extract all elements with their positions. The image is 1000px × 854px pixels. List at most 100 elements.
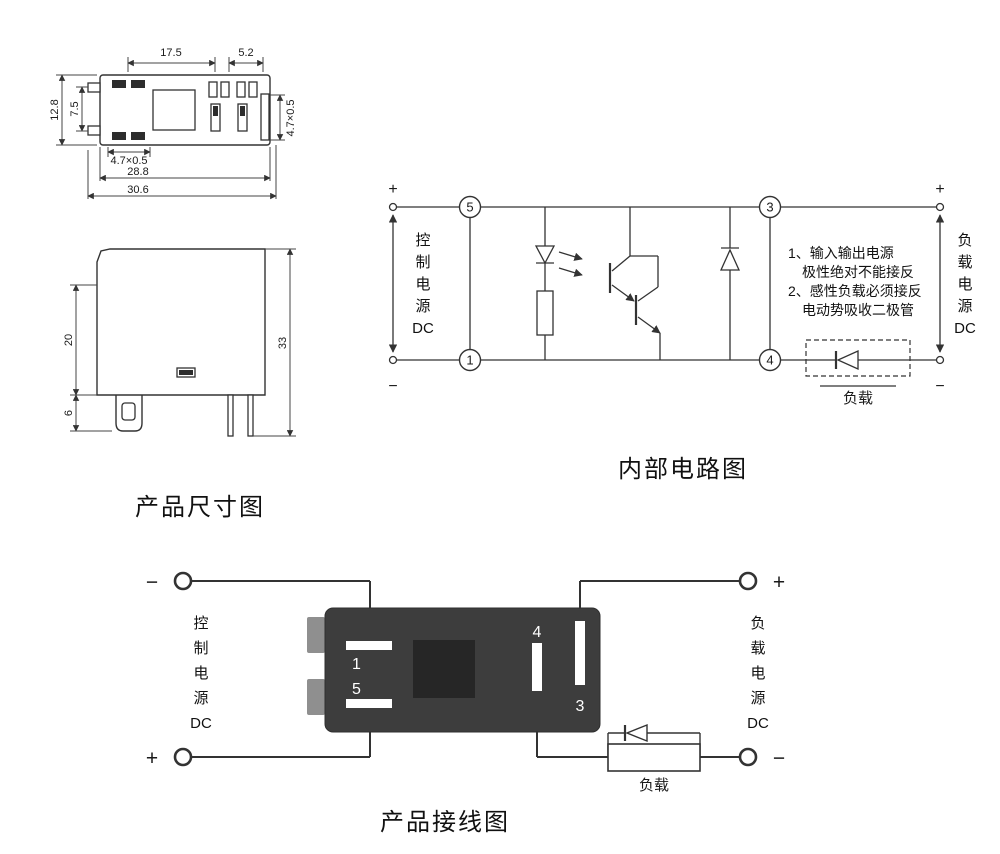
dim-label: 7.5: [69, 101, 81, 116]
dim-slot-right: 4.7×0.5: [270, 94, 297, 141]
terminal-slot: [236, 81, 246, 98]
led-resistor-branch: [534, 207, 583, 360]
wiring-caption: 产品接线图: [380, 809, 510, 836]
diode-icon: [625, 723, 648, 743]
pin-1-label: 1: [352, 656, 361, 673]
dim-33: 33: [253, 248, 296, 437]
relay-tab: [307, 617, 325, 653]
side-slot: [176, 367, 196, 378]
pin-4-label: 4: [533, 624, 542, 641]
terminal-dot: [388, 202, 398, 212]
contact-slot: [112, 80, 126, 88]
control-terminal-neg: [173, 571, 193, 591]
terminal-slot-tall: [237, 103, 248, 132]
dim-label: 17.5: [160, 47, 181, 59]
internal-circuit-caption: 内部电路图: [618, 456, 748, 483]
contact-slot: [131, 132, 145, 140]
resistor-icon: [536, 290, 554, 336]
pin-3-label: 3: [576, 698, 585, 715]
dim-label: 6: [63, 410, 75, 416]
dim-slot-bottom: 4.7×0.5: [107, 147, 151, 167]
dim-12-8: 12.8: [49, 74, 97, 146]
control-terminal-pos: [173, 747, 193, 767]
terminal-pin: [240, 106, 245, 116]
right-edge-bar: [260, 93, 270, 141]
left-tab-top: [87, 82, 101, 93]
polarity-minus: −: [935, 378, 944, 395]
polarity-plus: +: [773, 571, 785, 594]
recommended-diode-box: [805, 339, 911, 377]
dim-label: 20: [63, 334, 75, 346]
dim-30-6: 30.6: [87, 145, 277, 200]
terminal-3-label: 3: [766, 200, 773, 215]
dim-20: 20: [63, 284, 97, 396]
light-arrow-icon: [558, 267, 583, 277]
pin: [247, 394, 254, 437]
contact-slot: [131, 80, 145, 88]
dim-label: 30.6: [127, 184, 148, 196]
terminal-pin: [213, 106, 218, 116]
terminal-slot: [248, 81, 258, 98]
dim-label: 4.7×0.5: [110, 155, 147, 167]
polarity-minus: −: [773, 747, 785, 770]
polarity-minus: −: [388, 378, 397, 395]
coil-window-outline: [152, 89, 196, 131]
led-icon: [534, 245, 556, 265]
internal-circuit-diagram: + − + − 5 1 3 4: [388, 181, 944, 407]
dim-label: 28.8: [127, 166, 148, 178]
terminal-dot: [935, 202, 945, 212]
wiring-diagram: − + 1 5 4 3 + −: [146, 571, 785, 794]
pin-5-label: 5: [352, 681, 361, 698]
dim-label: 12.8: [49, 99, 61, 120]
dim-label: 4.7×0.5: [285, 99, 297, 136]
dimension-caption: 产品尺寸图: [135, 494, 265, 521]
dim-label: 5.2: [238, 47, 253, 59]
pin-5-bar: [346, 699, 392, 708]
coil-window: [413, 640, 475, 698]
pin: [227, 394, 234, 437]
terminal-1-label: 1: [466, 353, 473, 368]
mounting-clip: [115, 395, 143, 432]
side-slot-fill: [179, 370, 193, 375]
clip-hole: [121, 402, 136, 421]
polarity-plus: +: [388, 181, 397, 198]
terminal-dot: [388, 355, 398, 365]
dim-28-8: 28.8: [99, 147, 271, 182]
pin-1-bar: [346, 641, 392, 650]
terminal-slot: [220, 81, 230, 98]
dim-label: 33: [277, 337, 289, 349]
internal-diode-icon: [719, 207, 741, 360]
relay-top-outline: [99, 74, 271, 146]
polarity-plus: +: [935, 181, 944, 198]
dim-6: 6: [63, 394, 112, 432]
dimension-side-view: 20 6 33: [63, 248, 296, 437]
load-terminal-neg: [738, 747, 758, 767]
terminal-5-label: 5: [466, 200, 473, 215]
polarity-minus: −: [146, 571, 158, 594]
load-label: 负载: [639, 777, 669, 794]
load-box: [607, 743, 701, 772]
terminal-4-label: 4: [766, 353, 773, 368]
external-load-diode: 负载: [805, 339, 911, 407]
pin-4-bar: [532, 643, 542, 691]
terminal-slot: [208, 81, 218, 98]
left-tab-bottom: [87, 125, 101, 136]
load-terminal-pos: [738, 571, 758, 591]
light-arrow-icon: [558, 251, 583, 261]
pin-3-bar: [575, 621, 585, 685]
phototransistor-icon: [608, 207, 661, 360]
polarity-plus: +: [146, 747, 158, 770]
contact-slot: [112, 132, 126, 140]
diode-icon: [836, 349, 859, 371]
dim-5-2: 5.2: [228, 47, 264, 72]
dim-7-5: 7.5: [69, 86, 88, 132]
load-label: 负载: [843, 390, 873, 407]
relay-tab: [307, 679, 325, 715]
terminal-slot-tall: [210, 103, 221, 132]
